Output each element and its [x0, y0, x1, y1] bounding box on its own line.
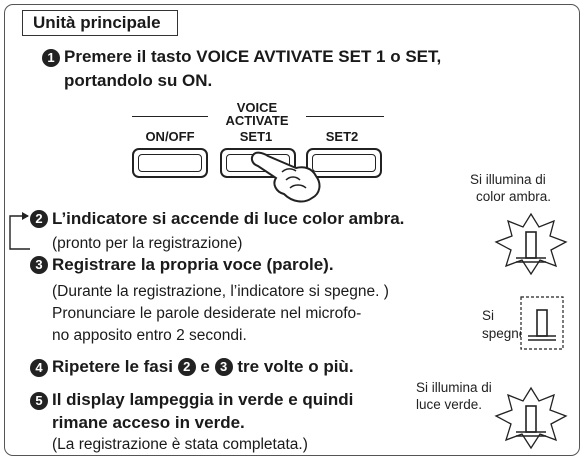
amber-indicator-icon	[494, 212, 568, 276]
on-off-button[interactable]	[132, 148, 208, 178]
step-1-text-line-2: portandolo su ON.	[64, 71, 213, 90]
amber-label-line-2: color ambra.	[476, 189, 552, 204]
step-5-number: 5	[30, 392, 48, 410]
instruction-frame	[4, 4, 580, 456]
step-3-note-line-2: Pronunciare le parole desiderate nel mic…	[52, 305, 362, 322]
pressing-finger-icon	[250, 151, 321, 203]
off-label-line-1: Si	[482, 308, 495, 323]
green-indicator-icon	[494, 386, 568, 450]
step-5-line-2: rimane acceso in verde.	[52, 413, 245, 432]
step-2-note: (pronto per la registrazione)	[52, 235, 243, 252]
panel-rule-right	[306, 116, 384, 117]
green-label-line-2: luce verde.	[416, 397, 483, 412]
label-set2: SET2	[325, 129, 359, 144]
step-3-title: Registrare la propria voce (parole).	[52, 255, 334, 274]
panel-label-activate: ACTIVATE	[225, 113, 289, 128]
green-label-line-1: Si illumina di	[416, 380, 492, 395]
step-4-text-mid: e	[200, 357, 210, 376]
step-5-line-1: Il display lampeggia in verde e quindi	[52, 390, 354, 409]
step-4-number: 4	[30, 359, 48, 377]
step-4-text: Ripetere le fasi 2 e 3 tre volte o più.	[52, 356, 354, 378]
step-2-number: 2	[30, 210, 48, 228]
off-label-line-2: spegne.	[482, 326, 531, 341]
step-1-number: 1	[42, 49, 60, 67]
step-3-number: 3	[30, 256, 48, 274]
step-3-note-line-3: no apposito entro 2 secondi.	[52, 327, 247, 344]
step-4-text-post: tre volte o più.	[237, 357, 354, 376]
loop-back-arrow-icon	[9, 212, 30, 250]
step-1-text-line-1: Premere il tasto VOICE AVTIVATE SET 1 o …	[64, 47, 442, 66]
step-4-text-pre: Ripetere le fasi	[52, 357, 173, 376]
step-5-note: (La registrazione è stata completata.)	[52, 436, 308, 453]
off-indicator-icon	[520, 296, 564, 350]
panel-rule-left	[132, 116, 208, 117]
step-2-title: L’indicatore si accende di luce color am…	[52, 209, 405, 228]
step-4-ref-2: 2	[177, 358, 196, 376]
amber-label-line-1: Si illumina di	[470, 172, 546, 187]
label-on-off: ON/OFF	[145, 129, 195, 144]
set2-button[interactable]	[306, 148, 382, 178]
panel-label-voice: VOICE	[236, 100, 278, 115]
step-3-note-line-1: (Durante la registrazione, l’indicatore …	[52, 283, 389, 300]
step-4-ref-3: 3	[214, 358, 233, 376]
label-set1: SET1	[239, 129, 273, 144]
section-title: Unità principale	[22, 10, 178, 36]
